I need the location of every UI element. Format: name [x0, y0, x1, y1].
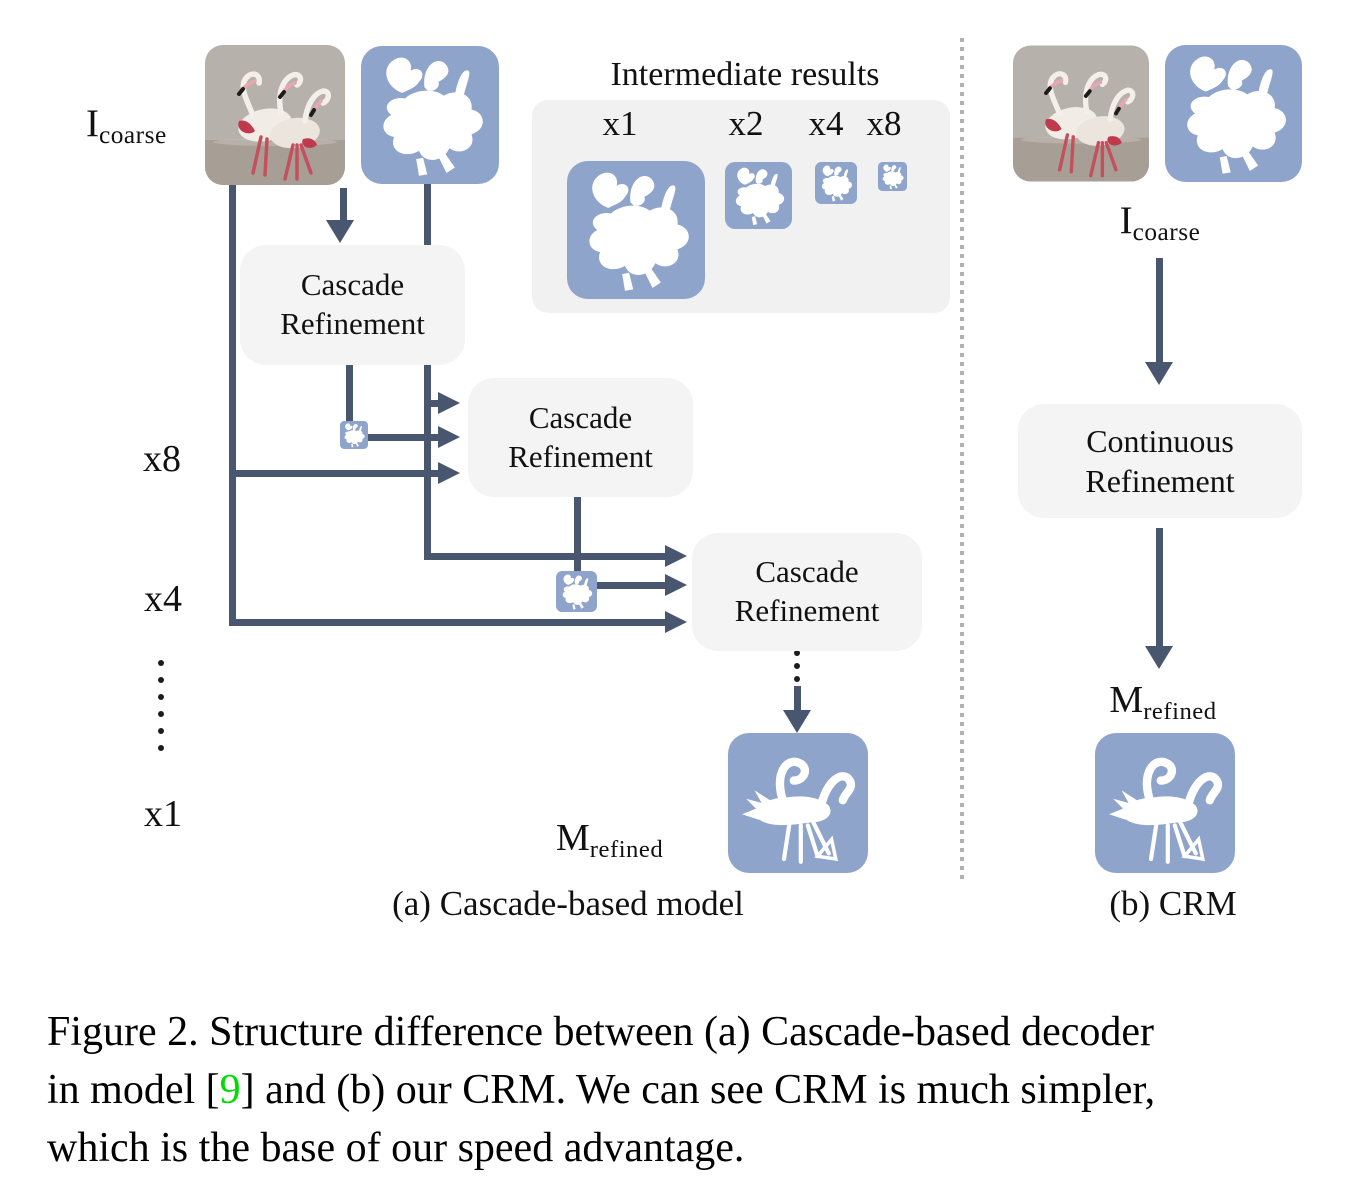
input-label-a: Icoarse	[86, 101, 167, 150]
citation-9: 9	[219, 1067, 241, 1113]
side-scale-label-x8: x8	[143, 438, 181, 480]
cascade-refinement-box-1: Cascade Refinement	[240, 245, 465, 365]
arrowhead-into-cr2-mid-icon	[438, 426, 460, 448]
flow-line-x8-row	[232, 470, 438, 477]
flow-line-input-to-crm	[1156, 258, 1163, 364]
output-label-b: Mrefined	[1109, 678, 1216, 726]
caption-line2-suffix: ] and (b) our CRM. We can see CRM is muc…	[240, 1067, 1156, 1113]
arrowhead-into-cr2-top-icon	[438, 392, 460, 414]
intermediate-scale-label-x8: x8	[866, 104, 902, 143]
intermediate-mask-x4-image	[815, 162, 857, 204]
cascade-box2-line2: Refinement	[508, 438, 653, 474]
side-scale-label-x1: x1	[144, 793, 182, 835]
ellipsis-dots-vertical	[158, 660, 164, 751]
arrowhead-into-cr3-bottom-icon	[665, 611, 687, 633]
flow-line-x4-row	[232, 619, 665, 626]
output-label-a-sub: refined	[589, 835, 664, 863]
intermediate-scale-label-x1: x1	[602, 104, 638, 143]
figure-caption-line3: which is the base of our speed advantage…	[47, 1125, 745, 1171]
output-label-b-base: M	[1109, 679, 1144, 721]
cascade-refinement-box-2: Cascade Refinement	[468, 378, 693, 497]
arrowhead-into-refined-a-icon	[783, 710, 811, 733]
caption-line2-prefix: in model [	[47, 1067, 220, 1113]
intermediate-results-title: Intermediate results	[610, 56, 880, 93]
cascade-box1-line2: Refinement	[280, 306, 425, 341]
cascade-box2-line1: Cascade	[528, 399, 633, 435]
figure-caption: Figure 2. Structure difference between (…	[47, 1003, 1359, 1177]
cascade-refinement-box-3: Cascade Refinement	[692, 533, 922, 651]
intermediate-scale-label-x4: x4	[808, 104, 844, 143]
arrowhead-into-cr3-mid-icon	[665, 574, 687, 596]
continuous-box-line1: Continuous	[1086, 423, 1234, 459]
continuous-refinement-box: Continuous Refinement	[1018, 404, 1302, 518]
input-label-b-base: I	[1119, 199, 1133, 242]
arrowhead-into-cr2-bottom-icon	[438, 462, 460, 484]
input-label-b-sub: coarse	[1132, 218, 1201, 247]
flow-line-cr2-output	[574, 495, 581, 573]
flow-line-input-to-cr1	[340, 188, 347, 222]
panel-divider	[960, 38, 964, 882]
flow-line-thumb1-to-cr2	[368, 434, 438, 441]
coarse-photo-image-a	[205, 45, 345, 185]
panel-a-caption: (a) Cascade-based model	[392, 884, 744, 923]
flow-line-cr1-output	[346, 363, 353, 423]
flow-line-mask-vertical	[424, 183, 431, 560]
continuous-box-line2: Refinement	[1085, 463, 1235, 499]
input-label-b: Icoarse	[1120, 198, 1201, 247]
mask-thumbnail-x4	[556, 571, 597, 612]
flow-line-cr3-output	[794, 686, 801, 712]
dotted-flow-dots	[794, 650, 800, 682]
output-label-a: Mrefined	[556, 816, 663, 864]
intermediate-mask-x8-image	[878, 162, 907, 191]
output-label-b-sub: refined	[1143, 697, 1217, 725]
cascade-box3-line1: Cascade	[755, 554, 859, 590]
input-label-a-sub: coarse	[99, 121, 167, 150]
side-scale-label-x4: x4	[144, 578, 182, 620]
mask-thumbnail-x8	[340, 421, 368, 449]
intermediate-mask-x1-image	[567, 160, 705, 300]
arrowhead-into-refined-b-icon	[1145, 646, 1173, 669]
output-label-a-base: M	[556, 817, 590, 859]
refined-mask-image-a	[728, 733, 868, 873]
arrowhead-into-cr3-top-icon	[665, 545, 687, 567]
figure-caption-line2: in model [9] and (b) our CRM. We can see…	[47, 1061, 1359, 1119]
intermediate-scale-label-x2: x2	[728, 104, 764, 143]
coarse-photo-image-b	[1013, 45, 1149, 182]
flow-line-image-vertical	[229, 183, 236, 626]
cascade-box3-line2: Refinement	[734, 593, 880, 628]
figure-caption-line1: Figure 2. Structure difference between (…	[47, 1009, 1155, 1055]
refined-mask-image-b	[1095, 733, 1235, 873]
input-label-a-base: I	[86, 102, 99, 145]
cascade-box1-line1: Cascade	[300, 267, 405, 303]
intermediate-mask-x2-image	[725, 162, 792, 229]
flow-line-thumb2-to-cr3	[597, 582, 665, 589]
coarse-mask-image-b	[1164, 45, 1303, 182]
coarse-mask-image-a	[361, 45, 499, 185]
panel-b-caption: (b) CRM	[1109, 884, 1237, 923]
flow-line-mask-to-cr3	[424, 553, 667, 560]
flow-line-mask-to-cr2	[424, 400, 438, 407]
flow-line-crm-output	[1156, 528, 1163, 648]
arrowhead-into-cr1-icon	[326, 220, 354, 243]
arrowhead-into-crm-icon	[1145, 362, 1173, 385]
